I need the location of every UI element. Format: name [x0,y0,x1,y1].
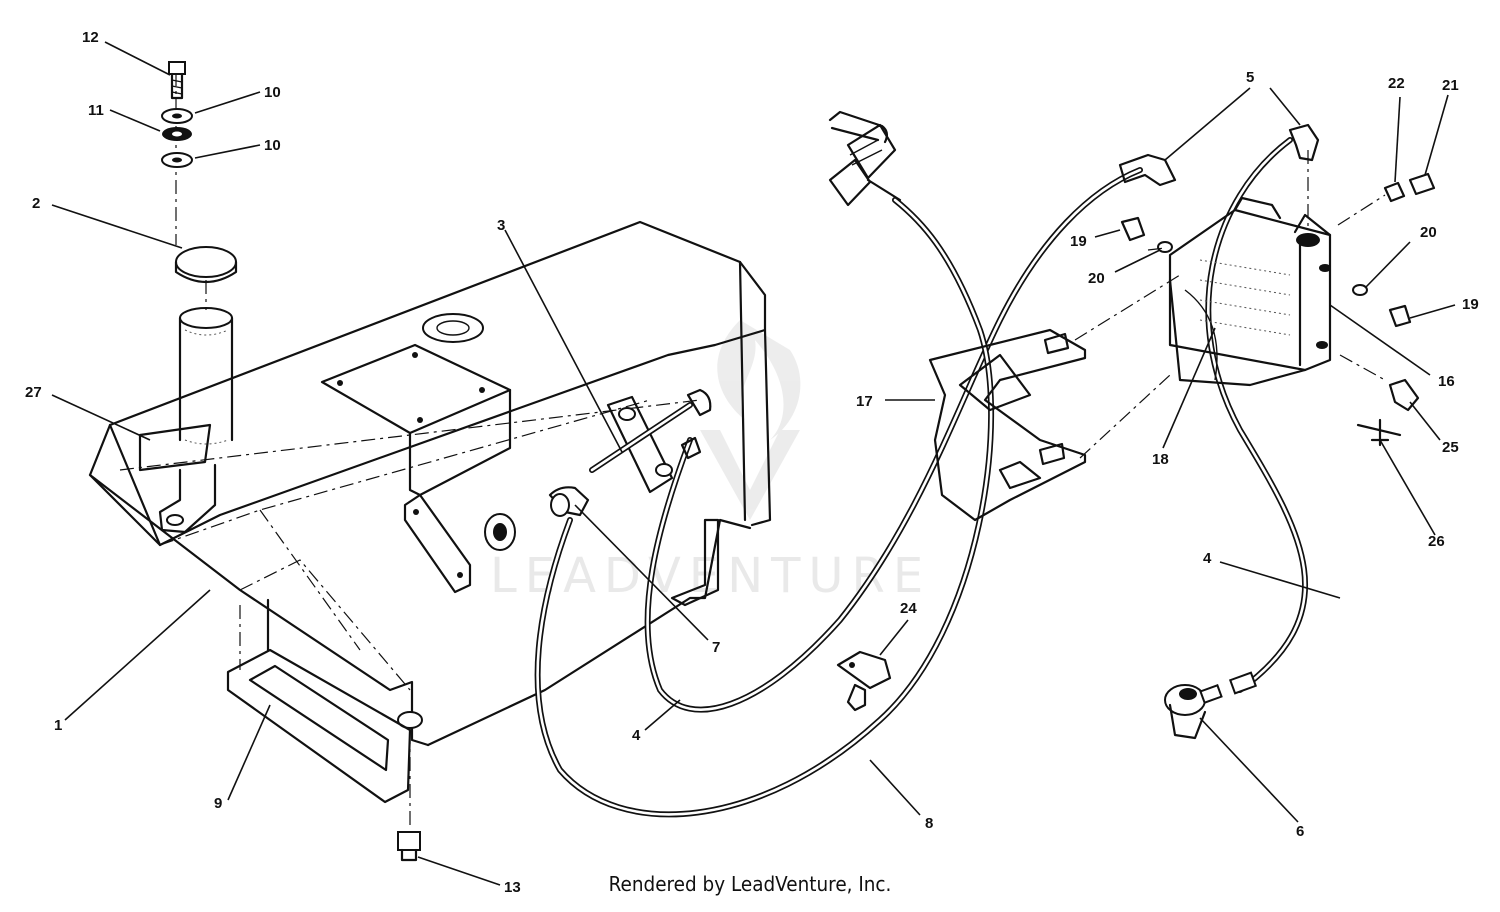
washer-20-right [1352,284,1368,296]
banjo-fitting-6 [1164,671,1258,740]
leader-lines [51,41,1456,886]
callout-19-right: 19 [1462,296,1479,313]
callout-4-lower: 4 [632,727,641,744]
hardware-19-left [1120,216,1146,242]
callout-2: 2 [32,195,40,212]
callout-20-left: 20 [1088,270,1105,287]
lock-washer-11 [162,127,192,141]
callout-11: 11 [88,102,104,119]
callout-24: 24 [900,600,917,617]
callout-7: 7 [712,639,720,656]
bolt-12 [168,61,186,100]
tank-support-bracket [226,598,412,804]
callout-27: 27 [25,384,42,401]
callout-10-lower: 10 [264,137,281,154]
callout-13: 13 [504,879,521,896]
callout-labels: 12 10 11 10 2 3 27 1 9 13 7 4 8 5 19 20 … [25,29,1479,896]
callout-22: 22 [1388,75,1405,92]
filler-cap [174,246,238,283]
washer-10-upper [161,108,193,124]
elbow-25 [1388,378,1420,412]
callout-12: 12 [82,29,99,46]
callout-25: 25 [1442,439,1459,456]
clamp-24 [836,650,892,712]
washer-10-lower [161,152,193,168]
nut-22 [1383,181,1406,203]
filler-neck [178,307,234,445]
callout-16: 16 [1438,373,1455,390]
washer-20-left [1157,241,1173,253]
fuel-tank [88,220,772,747]
callout-9: 9 [214,795,222,812]
bolt-21 [1408,172,1436,196]
shutoff-valve [828,110,902,207]
callout-4-right: 4 [1203,550,1212,567]
callout-21: 21 [1442,77,1459,94]
callout-8: 8 [925,815,933,832]
callout-19-left: 19 [1070,233,1087,250]
callout-18: 18 [1152,451,1169,468]
callout-6: 6 [1296,823,1304,840]
bolt-19-right [1388,304,1412,328]
callout-1: 1 [54,717,62,734]
clip-26 [1356,418,1402,447]
callout-5: 5 [1246,69,1254,86]
callout-3: 3 [497,217,505,234]
watermark: LEADVENTURE [490,320,923,604]
fuel-filter-assembly [1168,196,1332,387]
filter-mount-bracket [928,328,1087,522]
flame-v-logo-icon [700,320,801,520]
callout-10-upper: 10 [264,84,281,101]
rendered-by-credit: Rendered by LeadVenture, Inc. [608,872,892,896]
callout-17: 17 [856,393,873,410]
drain-fitting-13 [397,831,421,862]
callout-20-right: 20 [1420,224,1437,241]
callout-26: 26 [1428,533,1445,550]
